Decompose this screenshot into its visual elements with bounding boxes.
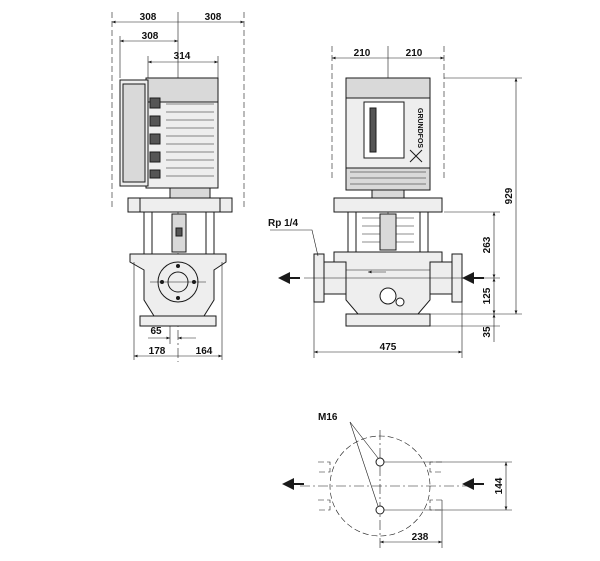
front-view: 210 210 GRUNDFOS: [268, 46, 522, 358]
front-brand: GRUNDFOS: [416, 108, 423, 148]
front-dim-263: 263: [482, 236, 493, 253]
side-dim-motor-width: 314: [174, 51, 191, 62]
side-pump-housing: [129, 253, 227, 317]
side-cable-glands: [149, 97, 161, 179]
front-motor-flange: [333, 197, 443, 213]
side-dim-top-left: 308: [140, 12, 157, 23]
plan-dim-144: 144: [494, 477, 505, 494]
plan-label-bolt: M16: [318, 412, 338, 423]
side-dim-164: 164: [196, 346, 213, 357]
side-dim-second: 308: [142, 31, 159, 42]
plan-bolt-hole-top: [375, 457, 385, 467]
side-motor-fins: [166, 103, 214, 177]
front-dim-475: 475: [380, 342, 397, 353]
front-motor-top: [345, 77, 431, 99]
front-dim-125: 125: [482, 287, 493, 304]
plan-flow-arrow-left: [282, 478, 304, 490]
front-motor-fins: [350, 171, 426, 185]
plan-label-leader-2: [349, 421, 379, 507]
side-terminal-inner: [122, 83, 146, 183]
plan-view: M16 144 238: [282, 412, 512, 550]
side-motor-foot: [169, 187, 211, 199]
plan-inlet-flange: [318, 461, 331, 511]
side-dim-178: 178: [149, 346, 166, 357]
front-dim-929: 929: [504, 187, 515, 204]
front-pump-base: [345, 313, 431, 327]
front-motor-bottom: [345, 167, 431, 191]
plan-label-leader-1: [349, 421, 379, 459]
front-drain-plug: [379, 287, 397, 305]
side-dim-65: 65: [150, 326, 162, 337]
side-view: 308 308 308 314: [111, 12, 245, 362]
side-pump-base: [139, 315, 217, 327]
front-display: [369, 107, 377, 153]
front-dim-top-left: 210: [354, 48, 371, 59]
front-dim-35: 35: [482, 326, 493, 338]
side-motor-flange: [127, 197, 233, 213]
plan-dim-238: 238: [412, 532, 429, 543]
front-label-port: Rp 1/4: [268, 218, 298, 229]
front-logo-icon: [409, 149, 423, 163]
front-flow-arrow-left: [278, 272, 300, 284]
front-pump-housing: [333, 251, 443, 315]
side-dim-top-right: 308: [205, 12, 222, 23]
front-dim-top-right: 210: [406, 48, 423, 59]
plan-bolt-hole-bottom: [375, 505, 385, 515]
plan-flow-arrow-right: [462, 478, 484, 490]
front-label-port-leader: [270, 229, 319, 257]
